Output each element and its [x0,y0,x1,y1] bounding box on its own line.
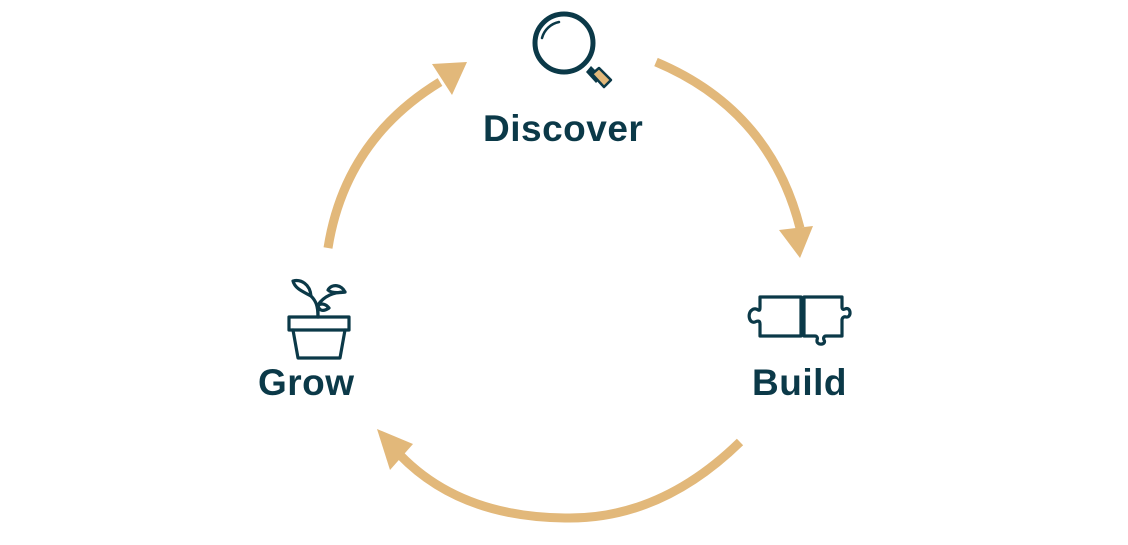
potted-plant-icon [287,278,351,360]
arrowhead-grow [377,429,413,470]
arrowhead-build [779,226,813,258]
puzzle-pieces-icon [747,295,852,346]
cycle-arrows [323,57,805,523]
stage-label-build: Build [752,362,847,403]
arrow-build-to-grow [396,438,744,523]
stage-label-grow: Grow [258,362,355,403]
magnifying-glass-icon [532,11,613,89]
arrow-discover-to-build [654,57,805,230]
cycle-arrowheads [377,62,813,470]
arrowhead-discover [432,62,467,95]
stage-label-discover: Discover [483,108,644,149]
arrow-grow-to-discover [323,78,443,249]
